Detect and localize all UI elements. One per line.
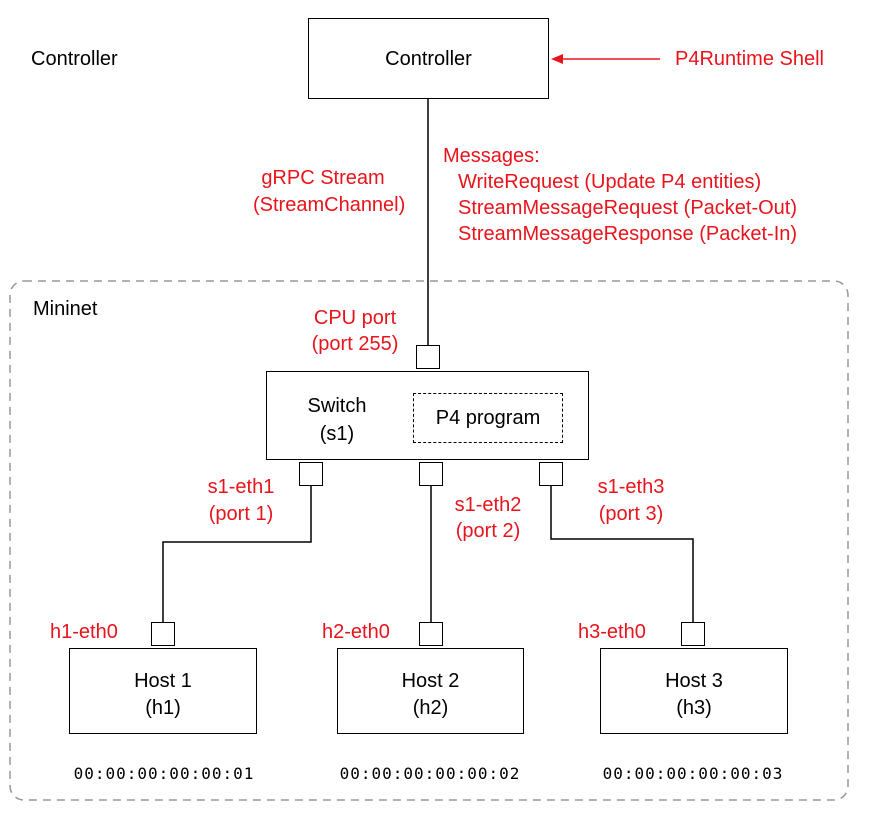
grpc-line1: gRPC Stream — [261, 167, 385, 189]
message-item: StreamMessageRequest (Packet-Out) — [458, 197, 798, 219]
host-iface-label: h2-eth0 — [322, 621, 390, 643]
grpc-channel-label: (StreamChannel) — [253, 194, 406, 216]
host-id: (h2) — [412, 697, 449, 719]
p4-program-label: P4 program — [435, 407, 541, 429]
host-label: Host 1 — [134, 670, 192, 692]
grpc-stream-label: gRPC Stream — [253, 166, 393, 190]
host-iface-label: h3-eth0 — [578, 621, 646, 643]
cpu-port-label: CPU port — [313, 307, 397, 329]
switch-id: (s1) — [319, 423, 355, 445]
switch-port-number: (port 1) — [208, 503, 274, 525]
link-s1-h1 — [162, 486, 312, 622]
host-label: Host 3 — [665, 670, 723, 692]
host-mac-address: 00:00:00:00:00:03 — [602, 764, 784, 783]
switch-port-1[interactable] — [299, 462, 323, 486]
host-box-2[interactable]: Host 2 (h2) — [337, 648, 524, 734]
switch-port-number: (port 2) — [455, 520, 521, 542]
host-id: (h1) — [145, 697, 181, 719]
switch-port-2[interactable] — [419, 462, 443, 486]
switch-port-label: s1-eth1 — [207, 476, 275, 498]
switch-box[interactable]: Switch (s1) P4 program — [266, 371, 589, 460]
host-id: (h3) — [676, 697, 712, 719]
message-item: WriteRequest (Update P4 entities) — [458, 171, 762, 193]
cpu-port-number: (port 255) — [311, 333, 399, 355]
mininet-region — [9, 280, 849, 801]
messages-title: Messages: — [443, 145, 540, 167]
cpu-port[interactable] — [416, 345, 440, 369]
link-s1-h3 — [550, 486, 694, 622]
switch-port-3[interactable] — [539, 462, 563, 486]
host-iface-label: h1-eth0 — [50, 621, 118, 643]
host-box-1[interactable]: Host 1 (h1) — [69, 648, 257, 734]
message-item: StreamMessageResponse (Packet-In) — [458, 223, 798, 245]
host-port-1[interactable] — [151, 622, 175, 646]
host-port-2[interactable] — [419, 622, 443, 646]
controller-box-label: Controller — [385, 48, 472, 70]
host-label: Host 2 — [401, 670, 460, 692]
switch-port-number: (port 3) — [598, 503, 664, 525]
switch-port-label: s1-eth2 — [454, 494, 522, 516]
switch-port-label: s1-eth3 — [597, 476, 665, 498]
host-port-3[interactable] — [681, 622, 705, 646]
controller-side-label: Controller — [31, 48, 118, 70]
mininet-label: Mininet — [33, 298, 98, 320]
switch-label: Switch — [307, 395, 367, 417]
host-box-3[interactable]: Host 3 (h3) — [600, 648, 788, 734]
p4runtime-shell-label: P4Runtime Shell — [675, 48, 824, 70]
host-mac-address: 00:00:00:00:00:02 — [339, 764, 521, 783]
controller-box[interactable]: Controller — [308, 18, 549, 99]
p4-program-box[interactable]: P4 program — [413, 393, 563, 443]
host-mac-address: 00:00:00:00:00:01 — [73, 764, 255, 783]
